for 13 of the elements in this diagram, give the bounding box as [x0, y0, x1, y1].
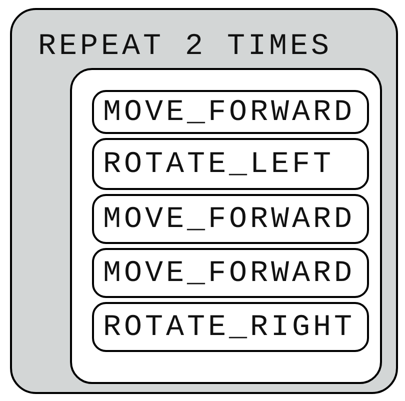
- loop-label: REPEAT 2 TIMES: [38, 30, 332, 64]
- loop-body-box: [70, 68, 382, 384]
- command-label: MOVE_FORWARD: [103, 257, 356, 291]
- command-block: [92, 90, 369, 134]
- command-block: [92, 248, 369, 298]
- command-block: [92, 138, 369, 190]
- command-block: [92, 194, 369, 244]
- loop-block: [10, 8, 398, 394]
- command-block: [92, 302, 369, 352]
- command-label: ROTATE_LEFT: [103, 148, 334, 182]
- command-label: ROTATE_RIGHT: [103, 311, 356, 345]
- command-label: MOVE_FORWARD: [103, 96, 356, 130]
- command-label: MOVE_FORWARD: [103, 203, 356, 237]
